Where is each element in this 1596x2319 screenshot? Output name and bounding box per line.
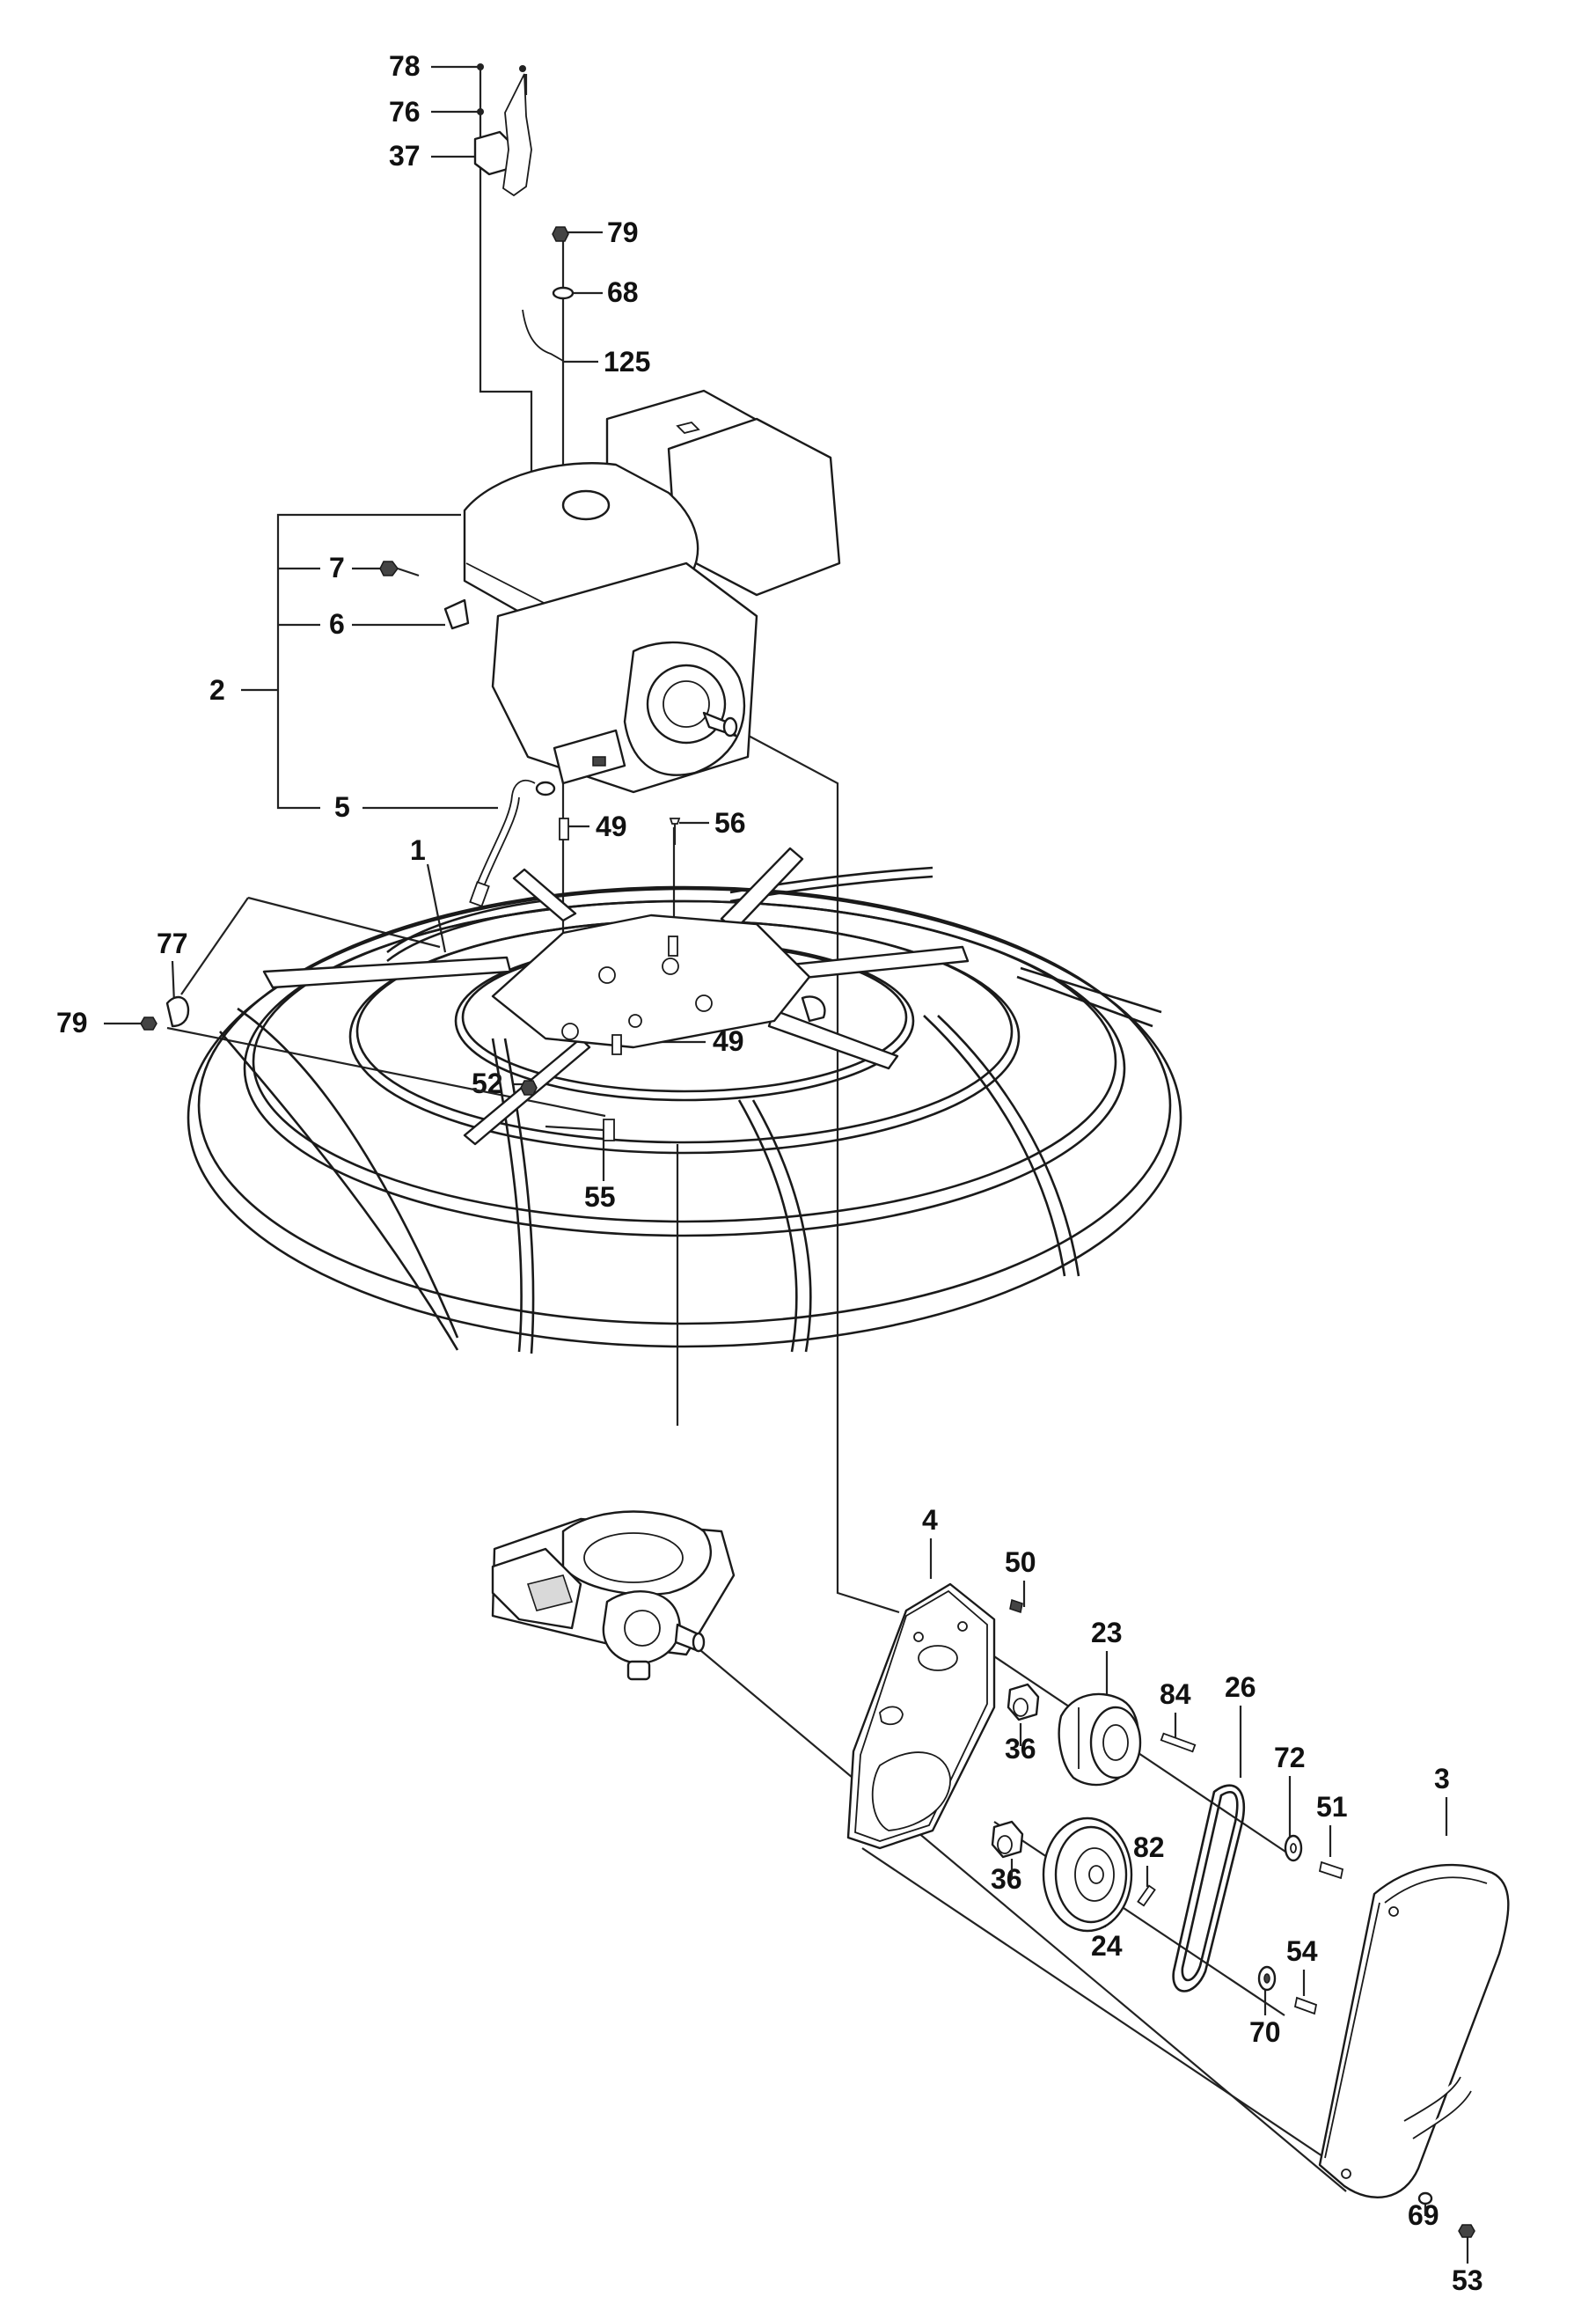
label-part-70[interactable]: 70 — [1249, 2016, 1281, 2048]
label-part-1[interactable]: 1 — [410, 834, 426, 866]
label-part-6[interactable]: 6 — [329, 608, 345, 640]
label-part-54[interactable]: 54 — [1286, 1935, 1318, 1967]
label-part-50[interactable]: 50 — [1005, 1546, 1036, 1578]
label-part-7[interactable]: 7 — [329, 552, 345, 583]
label-part-68[interactable]: 68 — [607, 276, 639, 308]
label-part-36-lower[interactable]: 36 — [991, 1863, 1022, 1895]
drive-pulleys[interactable] — [991, 1683, 1344, 2015]
label-part-77[interactable]: 77 — [157, 928, 188, 959]
label-part-3[interactable]: 3 — [1434, 1763, 1450, 1794]
label-part-79-left[interactable]: 79 — [56, 1007, 88, 1038]
label-part-5[interactable]: 5 — [334, 791, 350, 823]
part-labels: 78 76 37 79 68 125 7 6 2 5 49 56 1 77 79… — [56, 50, 1483, 2296]
top-fastener-stack[interactable] — [522, 226, 575, 362]
mounting-plate[interactable] — [846, 1582, 1023, 1850]
guard-ring-assembly[interactable] — [140, 847, 1182, 1354]
label-part-53[interactable]: 53 — [1452, 2264, 1483, 2296]
label-part-23[interactable]: 23 — [1091, 1617, 1123, 1648]
label-part-79-top[interactable]: 79 — [607, 216, 639, 248]
gearbox[interactable] — [491, 1510, 736, 1681]
label-part-55[interactable]: 55 — [584, 1181, 616, 1213]
label-part-49-upper[interactable]: 49 — [596, 811, 627, 842]
label-part-69[interactable]: 69 — [1408, 2199, 1439, 2231]
label-part-26[interactable]: 26 — [1225, 1671, 1256, 1703]
label-part-4[interactable]: 4 — [922, 1504, 938, 1536]
label-part-125[interactable]: 125 — [604, 346, 650, 378]
label-part-78[interactable]: 78 — [389, 50, 421, 82]
label-part-72[interactable]: 72 — [1274, 1742, 1306, 1773]
label-part-51[interactable]: 51 — [1316, 1791, 1348, 1823]
label-part-2[interactable]: 2 — [209, 674, 225, 706]
label-part-82[interactable]: 82 — [1133, 1831, 1165, 1863]
cover-fasteners[interactable] — [1417, 2191, 1475, 2238]
throttle-lever-assembly[interactable] — [473, 65, 532, 197]
upper-pins[interactable] — [559, 818, 681, 845]
label-part-37[interactable]: 37 — [389, 140, 421, 172]
engine[interactable] — [379, 389, 841, 907]
belt-cover[interactable] — [1318, 1863, 1510, 2198]
label-part-76[interactable]: 76 — [389, 96, 421, 128]
label-part-24[interactable]: 24 — [1091, 1930, 1123, 1962]
label-part-84[interactable]: 84 — [1160, 1678, 1191, 1710]
label-part-56[interactable]: 56 — [714, 807, 746, 839]
leader-lines — [104, 63, 1469, 2264]
